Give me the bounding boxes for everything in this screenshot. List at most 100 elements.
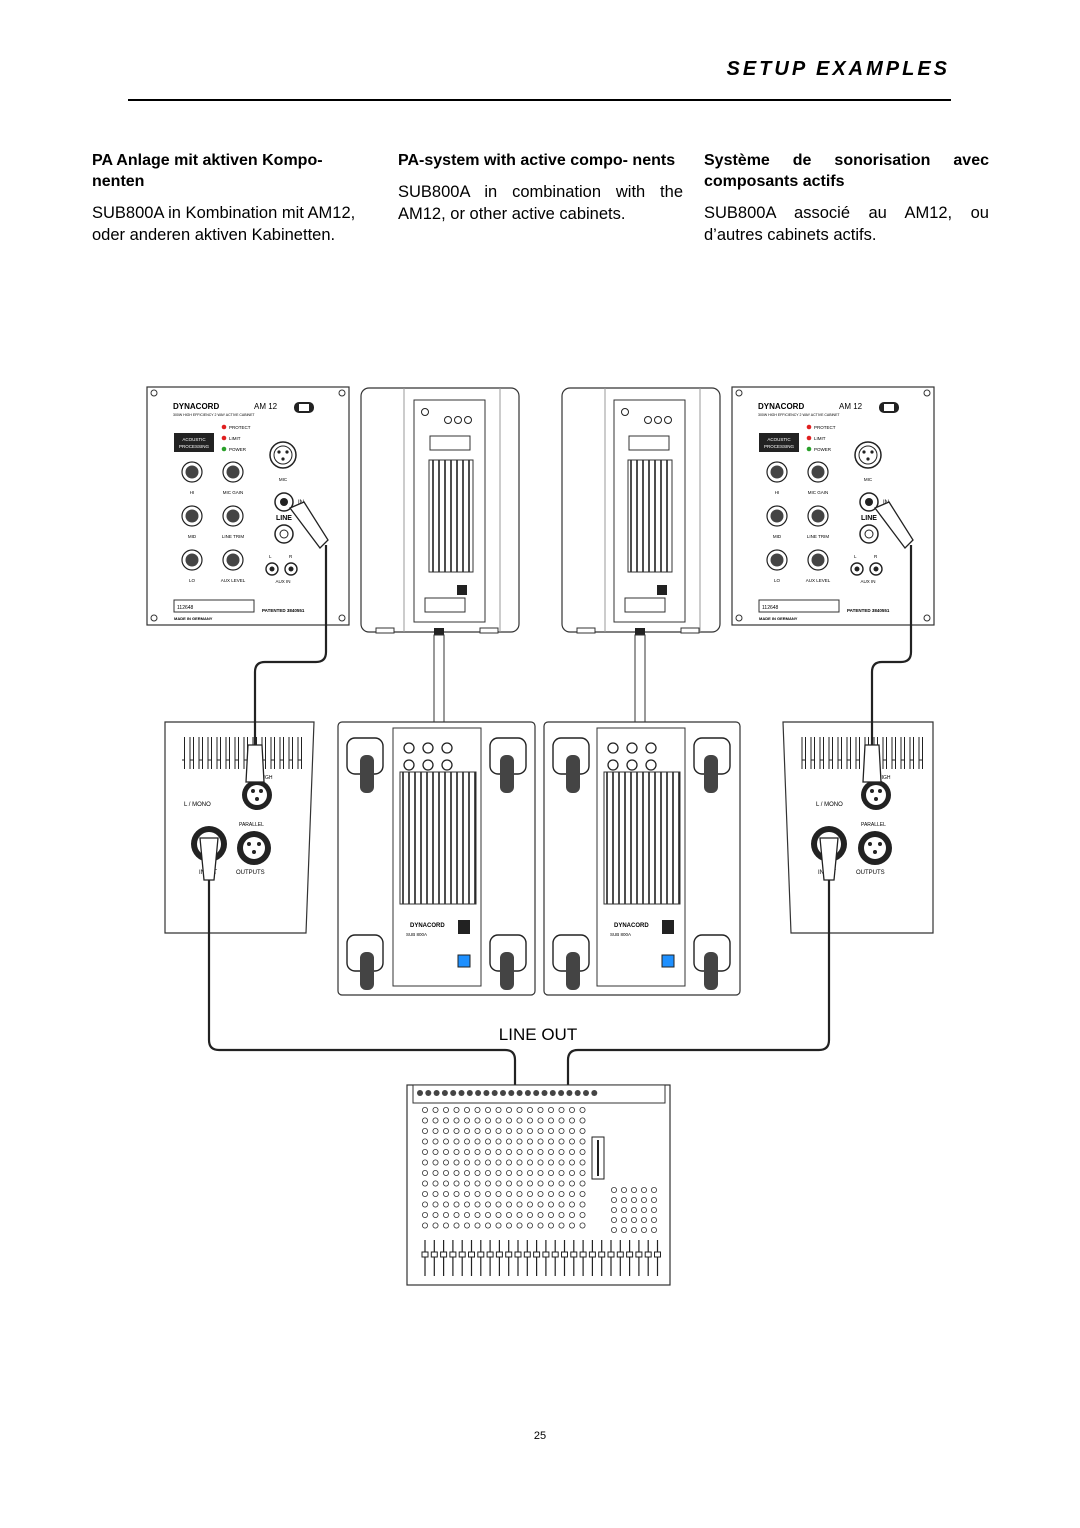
mixer-knob <box>569 1222 576 1229</box>
mixer-knob <box>442 1107 449 1114</box>
mixer-jack <box>500 1090 506 1096</box>
mixer-jack <box>533 1090 540 1096</box>
page-number: 25 <box>533 1430 547 1442</box>
speaker-pole-right <box>634 634 646 723</box>
mixer-fader-cap <box>551 1251 559 1258</box>
mixer-knob <box>495 1170 502 1177</box>
mixer-jack <box>458 1090 465 1096</box>
mixer-knob <box>432 1201 439 1208</box>
mic-jack-label-right: MIC <box>864 477 873 482</box>
mixer-jack <box>483 1090 490 1096</box>
column-english: PA-system with active compo- nents SUB80… <box>398 150 683 225</box>
mixer-knob <box>548 1180 555 1187</box>
mixer-knob <box>495 1159 502 1166</box>
mixer-knob <box>548 1201 555 1208</box>
mixer-knob <box>474 1170 481 1177</box>
mixer-knob <box>463 1149 470 1156</box>
mixer-knob <box>505 1138 512 1145</box>
mixer-knob <box>421 1138 428 1145</box>
aux-level-knob-label: AUX LEVEL <box>221 578 246 583</box>
mixer-knob <box>421 1180 428 1187</box>
mixer-knob <box>516 1117 523 1124</box>
mixer-knob <box>453 1222 460 1229</box>
aux-in-label: AUX IN <box>275 579 290 584</box>
mixer-fader-cap <box>542 1251 550 1258</box>
mixer-knob <box>579 1138 586 1145</box>
mixer-knob <box>527 1128 534 1135</box>
am12-panel-left: DYNACORD AM 12 300W HIGH EFFICIENCY 2 WA… <box>146 386 350 626</box>
aux-r-label: R <box>289 554 293 559</box>
mixer-knob <box>516 1201 523 1208</box>
mixer-knob <box>611 1227 618 1234</box>
mixer-knob <box>495 1107 502 1114</box>
mixer-knob <box>631 1217 638 1224</box>
mixer-knob <box>432 1222 439 1229</box>
aux-l-label-right: L <box>854 554 857 559</box>
mixer-knob <box>548 1128 555 1135</box>
lo-knob-label-right: LO <box>774 578 781 583</box>
mixer-knob <box>579 1107 586 1114</box>
mixer-knob <box>569 1117 576 1124</box>
aux-r-label-right: R <box>874 554 878 559</box>
mixer-jack <box>417 1090 423 1096</box>
mixer-fader-cap <box>449 1251 457 1258</box>
mixer-knob <box>527 1191 534 1198</box>
acoustic-badge: ACOUSTIC <box>182 437 206 442</box>
mixer-knob <box>442 1117 449 1124</box>
line-jack-label-right: LINE <box>861 515 877 522</box>
high-label-right: HIGH <box>878 775 891 781</box>
mixer-fader-cap <box>495 1251 503 1258</box>
column-body-english: SUB800A in combination with the AM12, or… <box>398 183 683 223</box>
mixer-jack <box>583 1090 589 1096</box>
mixer-jack <box>558 1090 565 1096</box>
mixer-knob <box>631 1197 638 1204</box>
mixer-knob <box>432 1149 439 1156</box>
mixer-knob <box>463 1191 470 1198</box>
mixer-knob <box>432 1159 439 1166</box>
mixer-knob <box>421 1212 428 1219</box>
mic-jack-label: MIC <box>279 477 288 482</box>
mixer-knob <box>484 1212 491 1219</box>
mixer-knob <box>505 1191 512 1198</box>
mixer-knob <box>641 1207 648 1214</box>
mixer-knob <box>432 1138 439 1145</box>
mixer-knob <box>432 1180 439 1187</box>
mixer-knob <box>516 1138 523 1145</box>
mixer-knob <box>621 1227 628 1234</box>
protect-indicator-label: PROTECT <box>229 425 251 430</box>
mixer-knob <box>453 1170 460 1177</box>
line-jack-label: LINE <box>276 515 292 522</box>
mixer-knob <box>516 1128 523 1135</box>
mixer-knob <box>474 1222 481 1229</box>
mixer-knob <box>505 1117 512 1124</box>
mixer-knob <box>474 1159 481 1166</box>
mixer-knob <box>453 1128 460 1135</box>
mixer-jack <box>574 1090 581 1096</box>
mixer-fader-cap <box>505 1251 513 1258</box>
patent-label-right: PATENTED 3840551 <box>847 608 890 613</box>
mixer-knob <box>453 1149 460 1156</box>
mixer-knob <box>537 1170 544 1177</box>
mixer-knob <box>442 1180 449 1187</box>
mixer-knob <box>558 1117 565 1124</box>
mixer-jack <box>516 1090 523 1096</box>
mixer-knob <box>453 1212 460 1219</box>
mixer-knob <box>495 1128 502 1135</box>
mixer-knob <box>558 1128 565 1135</box>
mixer-knob <box>432 1107 439 1114</box>
mixer-knob <box>558 1201 565 1208</box>
mixer-knob <box>611 1207 618 1214</box>
mixer-knob <box>432 1170 439 1177</box>
mixer-knob <box>484 1222 491 1229</box>
mixer-jack <box>491 1090 498 1096</box>
mixer-knob <box>527 1159 534 1166</box>
sub-brand-right: DYNACORD <box>614 923 649 929</box>
mixer-fader-cap <box>635 1251 643 1258</box>
column-body-german: SUB800A in Kombination mit AM12, oder an… <box>92 204 356 244</box>
mixer-knob <box>421 1191 428 1198</box>
lo-knob-label: LO <box>189 578 196 583</box>
mixer-knob <box>474 1117 481 1124</box>
serial-number: 112648 <box>177 605 194 611</box>
mixer-jack <box>566 1090 573 1096</box>
mixer-knob <box>495 1138 502 1145</box>
